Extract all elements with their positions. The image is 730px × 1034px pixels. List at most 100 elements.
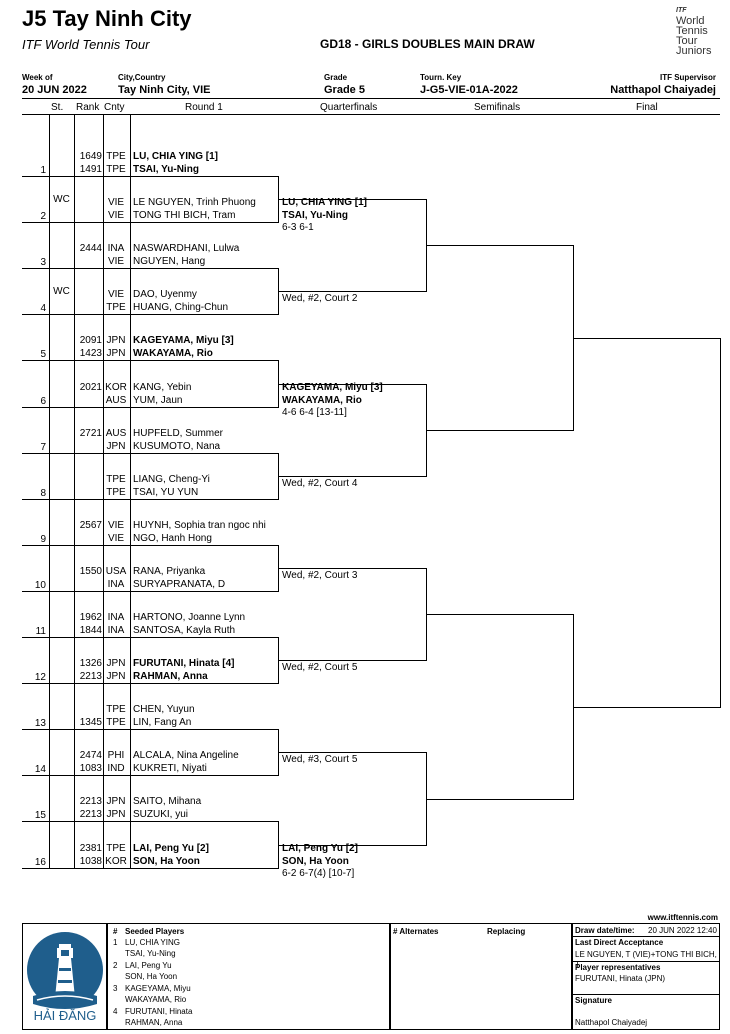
column-divider xyxy=(130,114,131,869)
player-country: VIE xyxy=(107,210,125,221)
player-name: WAKAYAMA, Rio xyxy=(133,348,213,359)
player-name: TSAI, YU YUN xyxy=(133,487,199,498)
supervisor-value: Natthapol Chaiyadej xyxy=(610,84,716,96)
qf-score: 6-3 6-1 xyxy=(282,222,314,233)
player-name: ALCALA, Nina Angeline xyxy=(133,750,239,761)
final-connector xyxy=(720,338,721,708)
player-country: INA xyxy=(107,243,125,254)
col-quarterfinals: Quarterfinals xyxy=(320,102,378,113)
player-rank: 2213 xyxy=(79,796,102,807)
qf-winner-1: KAGEYAMA, Miyu [3] xyxy=(282,382,383,393)
col-rank: Rank xyxy=(76,102,100,113)
entry-bottom-line xyxy=(22,821,278,822)
player-country: JPN xyxy=(106,441,126,452)
seed-number: 4 xyxy=(113,1007,118,1016)
tour-subtitle: ITF World Tennis Tour xyxy=(22,37,150,52)
seeded-num-header: # xyxy=(113,927,118,936)
logo-line: Juniors xyxy=(676,45,712,57)
player-name: LE NGUYEN, Trinh Phuong xyxy=(133,197,256,208)
divider xyxy=(572,994,719,995)
player-country: INA xyxy=(107,625,125,636)
player-country: AUS xyxy=(105,428,127,439)
player-country: TPE xyxy=(106,474,126,485)
col-st: St. xyxy=(51,102,64,113)
draw-line-number: 1 xyxy=(40,165,46,176)
player-name: CHEN, Yuyun xyxy=(133,704,195,715)
player-rank: 1962 xyxy=(79,612,102,623)
player-country: TPE xyxy=(106,302,126,313)
player-name: RAHMAN, Anna xyxy=(133,671,208,682)
player-name: YUM, Jaun xyxy=(133,395,183,406)
seed-number: 1 xyxy=(113,938,118,947)
player-rank: 2091 xyxy=(79,335,102,346)
qf-winner-2: WAKAYAMA, Rio xyxy=(282,395,362,406)
seed-player-1: KAGEYAMA, Miyu xyxy=(125,984,191,993)
player-country: TPE xyxy=(106,843,126,854)
col-round1: Round 1 xyxy=(185,102,223,113)
seed-player-2: WAKAYAMA, Rio xyxy=(125,995,187,1004)
player-name: TONG THI BICH, Tram xyxy=(133,210,236,221)
lda-label: Last Direct Acceptance xyxy=(575,938,664,947)
draw-line-number: 9 xyxy=(40,534,46,545)
player-rank: 1345 xyxy=(79,717,102,728)
seed-player-2: SON, Ha Yoon xyxy=(125,972,178,981)
signature-value: Natthapol Chaiyadej xyxy=(575,1018,648,1027)
player-rank: 2567 xyxy=(79,520,102,531)
player-country: USA xyxy=(105,566,127,577)
player-name: LAI, Peng Yu [2] xyxy=(133,843,209,854)
player-rank: 1649 xyxy=(79,151,102,162)
player-reps-value: FURUTANI, Hinata (JPN) xyxy=(575,974,666,983)
replacing-header: Replacing xyxy=(487,927,526,936)
entry-status: WC xyxy=(53,194,70,205)
qf-schedule: Wed, #2, Court 3 xyxy=(282,570,358,581)
qf-winner-1: LU, CHIA YING [1] xyxy=(282,197,368,208)
alternates-header: # Alternates xyxy=(393,927,439,936)
qf-line xyxy=(278,199,426,200)
seeded-header: Seeded Players xyxy=(125,927,185,936)
entry-bottom-line xyxy=(22,360,278,361)
signature-label: Signature xyxy=(575,996,612,1005)
itf-juniors-logo: ITF World Tennis Tour Juniors xyxy=(676,6,726,57)
website-link[interactable]: www.itftennis.com xyxy=(647,913,718,922)
player-country: INA xyxy=(107,612,125,623)
player-country: TPE xyxy=(106,704,126,715)
player-name: HUANG, Ching-Chun xyxy=(133,302,229,313)
draw-line-number: 8 xyxy=(40,488,46,499)
entry-bottom-line xyxy=(22,176,278,177)
player-country: VIE xyxy=(107,289,125,300)
player-country: VIE xyxy=(107,533,125,544)
col-semifinals: Semifinals xyxy=(474,102,521,113)
player-name: NGUYEN, Hang xyxy=(133,256,206,267)
grade-value: Grade 5 xyxy=(324,84,365,96)
logo-line: Tennis xyxy=(676,25,708,37)
draw-info-box: Draw date/time: 20 JUN 2022 12:40 Last D… xyxy=(571,923,720,1030)
city-label: City,Country xyxy=(118,73,166,82)
column-divider xyxy=(74,114,75,869)
qf-score: 4-6 6-4 [13-11] xyxy=(282,407,347,418)
draw-line-number: 3 xyxy=(40,257,46,268)
entry-bottom-line xyxy=(22,499,278,500)
player-name: LIN, Fang An xyxy=(133,717,192,728)
draw-line-number: 5 xyxy=(40,349,46,360)
entry-bottom-line xyxy=(22,407,278,408)
player-name: HUYNH, Sophia tran ngoc nhi xyxy=(133,520,266,531)
player-rank: 1423 xyxy=(79,348,102,359)
sf-line xyxy=(426,799,573,800)
seed-number: 2 xyxy=(113,961,118,970)
player-country: TPE xyxy=(106,164,126,175)
tourn-key-value: J-G5-VIE-01A-2022 xyxy=(420,84,518,96)
player-name: HUPFELD, Summer xyxy=(133,428,224,439)
qf-line xyxy=(278,845,426,846)
player-name: KUSUMOTO, Nana xyxy=(133,441,221,452)
player-name: NASWARDHANI, Lulwa xyxy=(133,243,240,254)
player-country: KOR xyxy=(105,856,127,867)
qf-winner-2: SON, Ha Yoon xyxy=(282,856,349,867)
sf-line xyxy=(426,245,573,246)
player-country: JPN xyxy=(106,671,126,682)
player-rank: 1038 xyxy=(79,856,102,867)
city-value: Tay Ninh City, VIE xyxy=(118,84,211,96)
draw-date-value: 20 JUN 2022 12:40 xyxy=(648,926,717,935)
qf-schedule: Wed, #2, Court 5 xyxy=(282,662,358,673)
entry-bottom-line xyxy=(22,222,278,223)
lighthouse-logo xyxy=(27,932,103,1009)
